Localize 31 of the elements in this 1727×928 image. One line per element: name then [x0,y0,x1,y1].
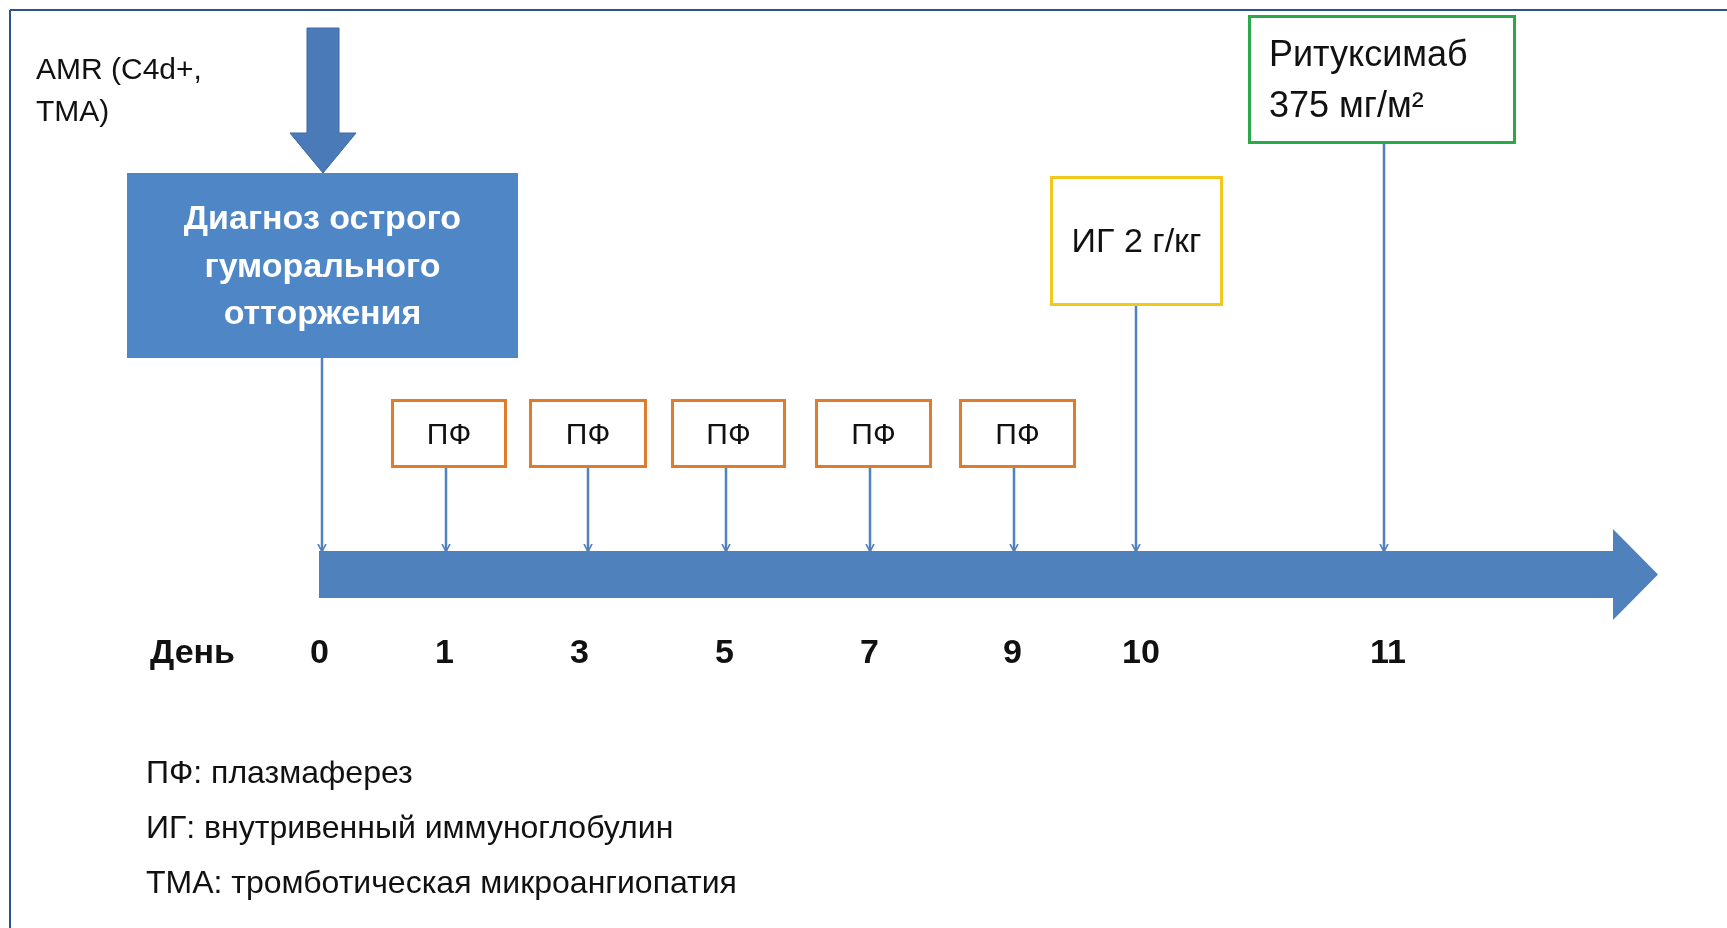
day-number: 1 [435,631,454,672]
procedure-box: ПФ [959,399,1076,468]
procedure-box: ПФ [529,399,647,468]
timeline-arrow [319,529,1658,620]
procedure-box: ПФ [391,399,507,468]
arrow [1131,306,1141,553]
procedure-box: ПФ [671,399,786,468]
day-number: 0 [310,631,329,672]
day-number: 3 [570,631,589,672]
arrow [1379,144,1389,553]
axis-label: День [150,631,235,672]
definition-text: ИГ: внутривенный иммуноглобулин [146,808,674,847]
definition-text: ТМА: тромботическая микроангиопатия [146,863,737,902]
day-number: 7 [860,631,879,672]
treatment-box: Ритуксимаб 375 мг/м² [1248,15,1516,144]
arrow [583,468,593,553]
treatment-box: ИГ 2 г/кг [1050,176,1223,306]
arrow [1009,468,1019,553]
day-number: 10 [1122,631,1160,672]
annotation-text: AMR (C4d+, TMA) [36,51,203,129]
arrow [441,468,451,553]
day-number: 9 [1003,631,1022,672]
procedure-box: ПФ [815,399,932,468]
day-number: 11 [1370,631,1406,672]
arrow [317,358,327,553]
arrow [721,468,731,553]
diagnosis-box: Диагноз острого гуморального отторжения [127,173,518,358]
day-number: 5 [715,631,734,672]
block-arrow [289,27,357,174]
arrow [865,468,875,553]
definition-text: ПФ: плазмаферез [146,753,413,792]
